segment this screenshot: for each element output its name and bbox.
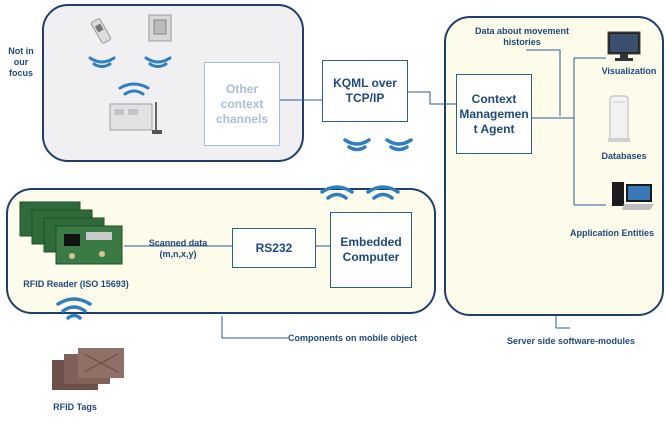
embedded-computer-box: Embedded Computer bbox=[330, 212, 412, 288]
visualization-label: Visualization bbox=[601, 66, 657, 76]
server-icon bbox=[604, 94, 634, 144]
rfid-tags-label: RFID Tags bbox=[53, 402, 97, 412]
server-region bbox=[444, 16, 664, 316]
rfid-tags-icon bbox=[50, 346, 126, 392]
data-about-label: Data about movement histories bbox=[474, 26, 570, 47]
server-modules-label: Server side software-modules bbox=[506, 336, 636, 346]
wifi-icon bbox=[118, 82, 150, 96]
laptop-icon bbox=[610, 180, 656, 214]
wifi-icon bbox=[366, 185, 400, 200]
other-channels-box: Other context channels bbox=[204, 62, 280, 146]
databases-label: Databases bbox=[601, 151, 647, 161]
controller-box-icon bbox=[108, 98, 164, 138]
mobile-components-label: Components on mobile object bbox=[288, 333, 418, 343]
not-in-focus-label: Not in our focus bbox=[8, 46, 34, 78]
kqml-box: KQML over TCP/IP bbox=[322, 60, 408, 122]
wifi-icon bbox=[56, 297, 92, 320]
cma-box: Context Managemen t Agent bbox=[456, 74, 532, 154]
motion-sensor-icon bbox=[86, 16, 118, 46]
monitor-icon bbox=[606, 30, 642, 62]
rs232-box: RS232 bbox=[232, 228, 316, 268]
wifi-icon bbox=[343, 138, 371, 152]
wifi-icon bbox=[385, 138, 413, 152]
scanned-data-label: Scanned data (m,n,x,y) bbox=[148, 238, 208, 259]
wall-sensor-icon bbox=[148, 14, 172, 42]
rfid-reader-label: RFID Reader (ISO 15693) bbox=[23, 279, 129, 289]
application-entities-label: Application Entities bbox=[569, 228, 654, 238]
rfid-reader-icon bbox=[16, 198, 128, 270]
wifi-icon bbox=[144, 56, 172, 68]
wifi-icon bbox=[320, 185, 354, 200]
wifi-icon bbox=[88, 56, 116, 68]
